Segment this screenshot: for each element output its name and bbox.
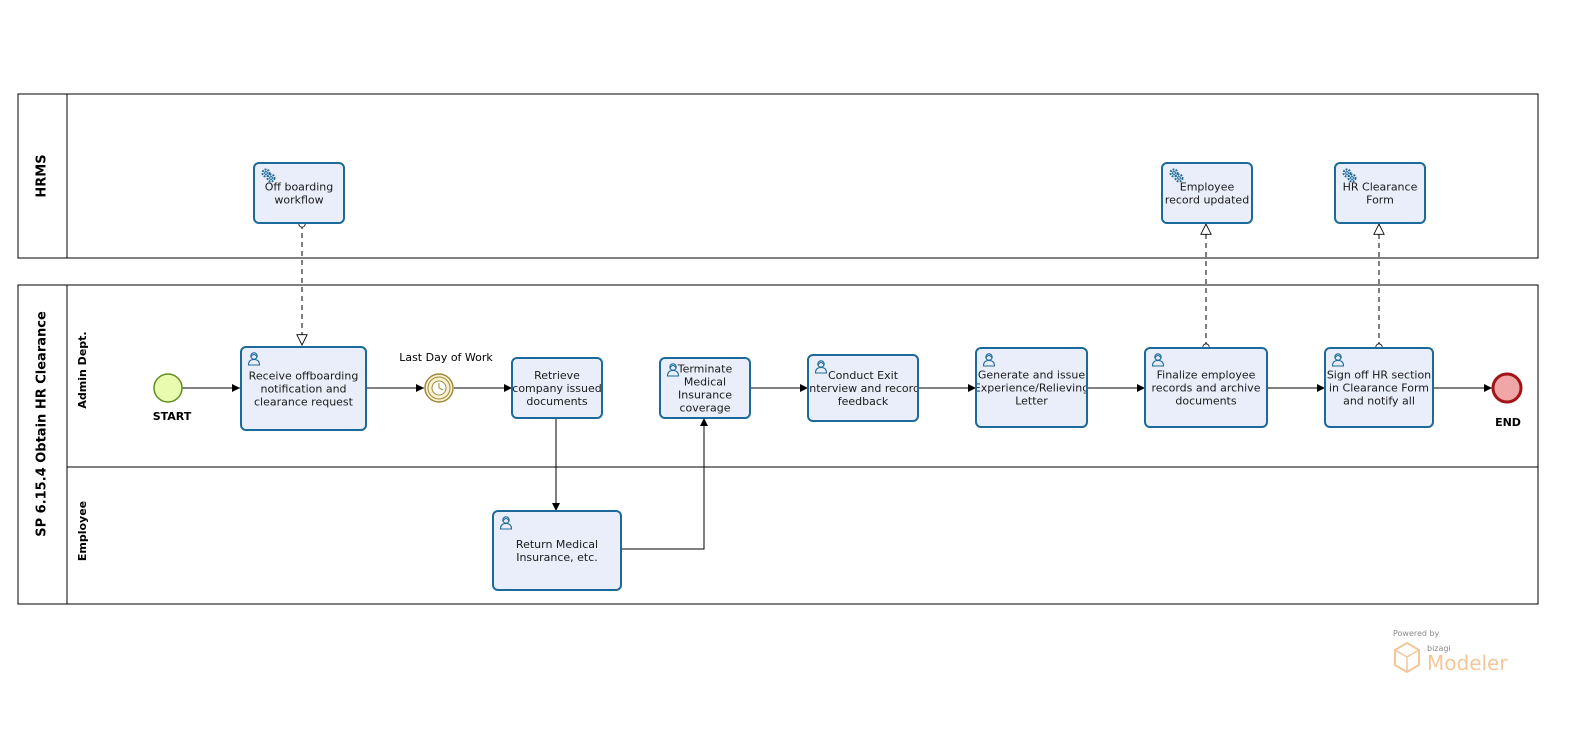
pool-hrms-title: HRMS bbox=[35, 154, 50, 197]
task-label-line: Letter bbox=[1015, 395, 1048, 408]
task-label-line: in Clearance Form bbox=[1329, 382, 1429, 395]
task-box bbox=[807, 354, 919, 422]
task-label-line: Terminate bbox=[677, 363, 733, 376]
task-label-line: Generate and issue bbox=[978, 369, 1086, 382]
task-label-line: documents bbox=[526, 395, 587, 408]
pool-process[interactable]: SP 6.15.4 Obtain HR Clearance Admin Dept… bbox=[17, 284, 1539, 605]
task-box bbox=[1144, 347, 1268, 428]
end-event[interactable]: END bbox=[1491, 372, 1523, 429]
lane-admin-title: Admin Dept. bbox=[76, 331, 89, 408]
task-box bbox=[1324, 347, 1434, 428]
task-label-line: Off boarding bbox=[265, 181, 334, 194]
task-label-line: HR Clearance bbox=[1343, 181, 1418, 194]
task-label-line: coverage bbox=[679, 402, 730, 415]
task-label-line: records and archive bbox=[1152, 382, 1261, 395]
watermark-powered-by: Powered by bbox=[1393, 629, 1440, 638]
task-label-line: Receive offboarding bbox=[249, 370, 359, 383]
task-label-line: Insurance bbox=[678, 389, 732, 402]
task-box bbox=[1334, 162, 1426, 224]
timer-event[interactable]: Last Day of Work bbox=[399, 351, 493, 403]
clock-icon bbox=[431, 380, 447, 396]
task-label-line: Employee bbox=[1180, 181, 1235, 194]
start-event[interactable]: START bbox=[153, 373, 192, 423]
timer-event-label: Last Day of Work bbox=[399, 351, 493, 364]
flow-return-terminate bbox=[621, 418, 708, 550]
lane-employee-title: Employee bbox=[76, 501, 89, 561]
task-label-line: record updated bbox=[1165, 194, 1249, 207]
pool-process-title: SP 6.15.4 Obtain HR Clearance bbox=[35, 311, 50, 537]
start-event-label: START bbox=[153, 410, 192, 423]
sequence-flows bbox=[182, 384, 1492, 550]
task-label-line: company issued bbox=[512, 382, 601, 395]
task-box bbox=[511, 357, 603, 419]
bizagi-logo-icon bbox=[1394, 641, 1420, 674]
watermark-brand: bizagi bbox=[1427, 644, 1451, 653]
task-box bbox=[1161, 162, 1253, 224]
bizagi-watermark: Powered by bizagi Modeler bbox=[1393, 629, 1508, 675]
watermark-product: Modeler bbox=[1427, 651, 1508, 675]
task-label-line: documents bbox=[1175, 395, 1236, 408]
task-label-line: Sign off HR section bbox=[1327, 369, 1431, 382]
task-label-line: clearance request bbox=[254, 396, 354, 409]
task-label-line: Return Medical bbox=[516, 538, 598, 551]
task-box bbox=[253, 162, 345, 224]
task-label-line: Retrieve bbox=[534, 369, 580, 382]
pool-hrms[interactable]: HRMS bbox=[17, 93, 1539, 259]
end-event-label: END bbox=[1495, 416, 1521, 429]
task-label-line: Experience/Relieving bbox=[974, 382, 1089, 395]
task-box bbox=[240, 346, 367, 431]
task-label-line: and notify all bbox=[1343, 395, 1415, 408]
task-label-line: feedback bbox=[838, 395, 889, 408]
task-label-line: Interview and record bbox=[806, 382, 920, 395]
task-label-line: Finalize employee bbox=[1157, 369, 1256, 382]
task-label-line: Medical bbox=[684, 376, 726, 389]
task-label-line: Insurance, etc. bbox=[516, 551, 598, 564]
task-label-line: Conduct Exit bbox=[828, 369, 899, 382]
task-box bbox=[975, 347, 1088, 428]
message-flows bbox=[302, 224, 1379, 347]
task-box bbox=[659, 357, 751, 419]
task-label-line: notification and bbox=[260, 383, 346, 396]
task-label-line: workflow bbox=[274, 194, 323, 207]
task-box bbox=[492, 510, 622, 591]
task-label-line: Form bbox=[1366, 194, 1394, 207]
